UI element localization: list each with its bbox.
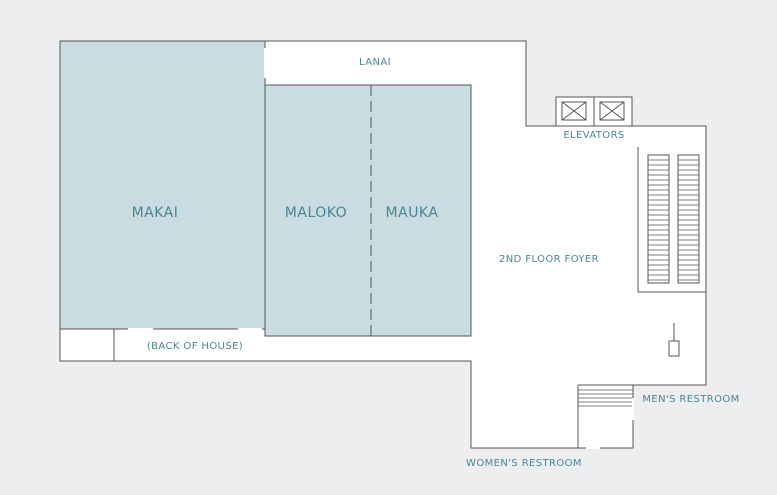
escalator-left xyxy=(647,154,670,284)
label-womens-restroom: WOMEN'S RESTROOM xyxy=(466,458,582,469)
room-mauka[interactable] xyxy=(371,85,471,336)
label-mens-restroom: MEN'S RESTROOM xyxy=(642,394,739,405)
room-maloko[interactable] xyxy=(265,85,371,336)
escalators xyxy=(647,154,700,284)
room-makai[interactable] xyxy=(59,40,266,330)
escalator-steps xyxy=(648,159,699,281)
label-makai: MAKAI xyxy=(132,205,179,221)
label-lanai: LANAI xyxy=(359,57,391,68)
elevator-cross xyxy=(599,101,625,121)
fixture-icon xyxy=(668,340,680,357)
label-elevators: ELEVATORS xyxy=(563,130,624,141)
elevator-cross xyxy=(561,101,587,121)
rooms-outline xyxy=(264,84,472,337)
label-mauka: MAUKA xyxy=(386,205,439,221)
label-back-of-house: (BACK OF HOUSE) xyxy=(147,341,243,352)
escalator-enclosure xyxy=(637,147,706,293)
label-maloko: MALOKO xyxy=(285,205,347,221)
restroom-stairs xyxy=(578,389,633,407)
label-foyer: 2ND FLOOR FOYER xyxy=(499,254,599,265)
elevators xyxy=(555,96,633,127)
escalator-right xyxy=(677,154,700,284)
